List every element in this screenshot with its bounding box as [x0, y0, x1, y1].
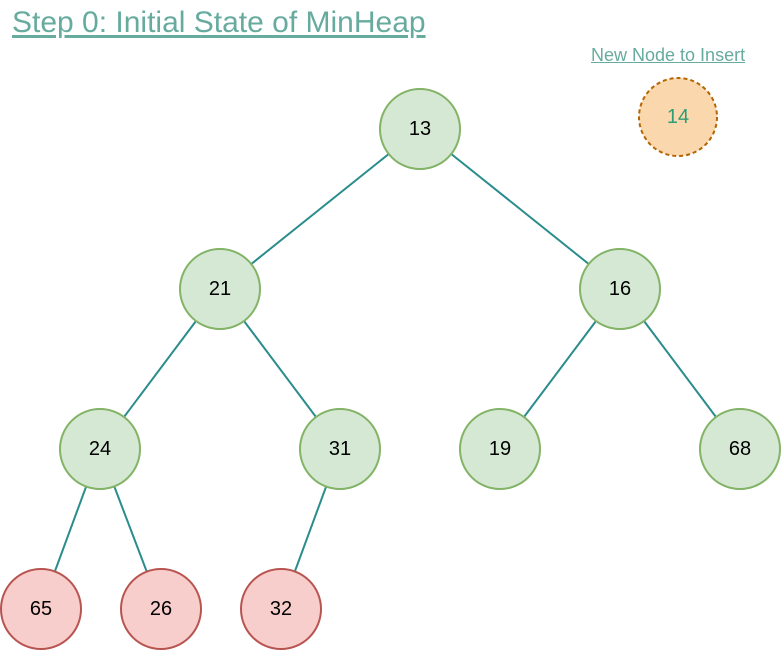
edges-group: [53, 153, 717, 572]
node-value: 19: [489, 438, 511, 460]
node-circle: [240, 568, 322, 650]
node-circle: [299, 408, 381, 490]
heap-node-13: 13: [379, 88, 461, 170]
new-node-circle: [638, 77, 718, 157]
heap-node-32: 32: [240, 568, 322, 650]
node-circle: [179, 248, 261, 330]
new-node: 14: [638, 77, 718, 157]
heap-node-21: 21: [179, 248, 261, 330]
edge-n24-n26: [113, 486, 148, 572]
nodes-group: 13 21 16 24 31 19 68 65 26 32: [0, 88, 781, 650]
new-node-value: 14: [667, 106, 689, 128]
heap-node-26: 26: [120, 568, 202, 650]
node-circle: [59, 408, 141, 490]
heap-node-68: 68: [699, 408, 781, 490]
edge-n24-n65: [53, 486, 88, 572]
heap-node-19: 19: [459, 408, 541, 490]
edge-n21-n31: [243, 320, 317, 418]
heap-node-31: 31: [299, 408, 381, 490]
node-circle: [0, 568, 82, 650]
edge-n16-n19: [523, 320, 597, 418]
node-value: 31: [329, 438, 351, 460]
node-value: 32: [270, 598, 292, 620]
new-node-label: New Node to Insert: [591, 45, 746, 65]
node-value: 68: [729, 438, 751, 460]
heap-node-16: 16: [579, 248, 661, 330]
page-title: Step 0: Initial State of MinHeap: [12, 6, 426, 39]
heap-node-65: 65: [0, 568, 82, 650]
node-value: 65: [30, 598, 52, 620]
node-value: 26: [150, 598, 172, 620]
edge-n31-n32: [293, 486, 328, 572]
node-circle: [699, 408, 781, 490]
edge-n21-n24: [123, 320, 197, 418]
edge-n13-n21: [250, 153, 390, 265]
node-circle: [459, 408, 541, 490]
node-value: 13: [409, 118, 431, 140]
node-value: 16: [609, 278, 631, 300]
node-circle: [379, 88, 461, 170]
node-circle: [120, 568, 202, 650]
node-value: 21: [209, 278, 231, 300]
node-value: 24: [89, 438, 111, 460]
edge-n16-n68: [643, 320, 717, 418]
edge-n13-n16: [450, 153, 590, 265]
heap-node-24: 24: [59, 408, 141, 490]
node-circle: [579, 248, 661, 330]
